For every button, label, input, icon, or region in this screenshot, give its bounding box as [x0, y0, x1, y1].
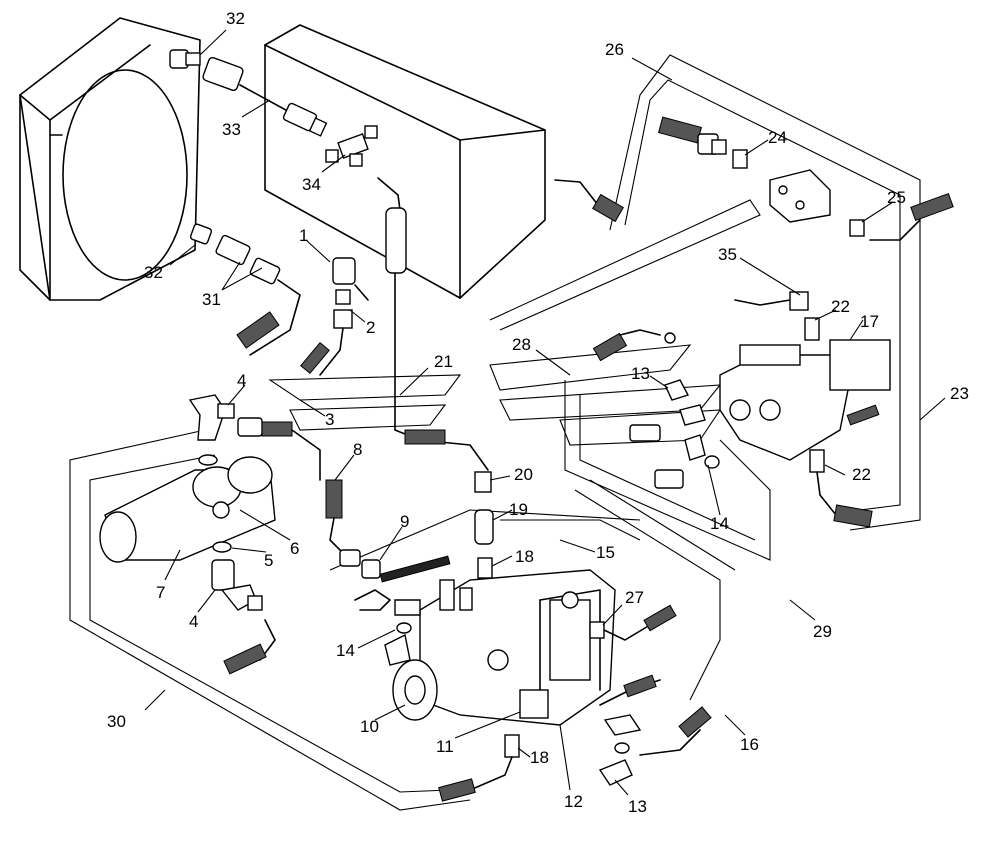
hose-35 [734, 291, 809, 311]
callout-19: 19 [509, 500, 528, 519]
elbow-4-top [188, 394, 235, 441]
valve-1 [332, 257, 369, 305]
callout-9: 9 [400, 512, 409, 531]
hose-route-15 [500, 519, 641, 541]
hose-33 [202, 56, 328, 137]
tee-34 [325, 125, 378, 167]
hose-30-end [223, 619, 276, 675]
frame-lines [268, 199, 761, 571]
filter-7 [99, 456, 276, 563]
fitting-9 [361, 559, 381, 579]
fitting-22-top [804, 317, 820, 341]
callout-4-top: 4 [237, 371, 246, 390]
callout-26: 26 [605, 40, 624, 59]
fitting-20 [474, 471, 492, 493]
hydraulic-tank [264, 24, 546, 299]
callout-28: 28 [512, 335, 531, 354]
callout-11: 11 [436, 737, 454, 756]
fitting-22-bottom [809, 449, 873, 528]
callout-1: 1 [299, 226, 308, 245]
hose-route-16 [574, 479, 736, 701]
fitting-24 [732, 149, 748, 169]
hose-26 [554, 116, 727, 223]
callout-34: 34 [302, 175, 321, 194]
callout-16: 16 [740, 735, 759, 754]
clamp-13-bottom [598, 706, 712, 786]
callout-6: 6 [290, 539, 299, 558]
callout-27: 27 [625, 588, 644, 607]
fitting-32-top [169, 49, 201, 69]
clamp-13-right [629, 379, 706, 442]
callout-4-bottom: 4 [189, 612, 198, 631]
callout-12: 12 [564, 792, 583, 811]
hose-27 [589, 604, 677, 706]
oring-5 [198, 454, 232, 553]
callout-22-bottom: 22 [852, 465, 871, 484]
callout-8: 8 [353, 440, 362, 459]
fitting-18-bottom [438, 734, 520, 802]
hose-route-30 [69, 429, 471, 811]
callout-21: 21 [434, 352, 453, 371]
callout-14-right: 14 [710, 514, 729, 533]
callout-labels: 32 33 34 32 31 1 2 21 3 4 8 6 5 7 4 9 26… [107, 9, 969, 816]
callout-32-top: 32 [226, 9, 245, 28]
hose-2 [300, 309, 353, 376]
hose-31 [215, 234, 301, 356]
leader-lines [144, 29, 946, 796]
callout-5: 5 [264, 551, 273, 570]
hose-28 [592, 329, 676, 362]
clamp-14-right [654, 434, 720, 489]
hose-3 [237, 417, 321, 481]
callout-30: 30 [107, 712, 126, 731]
elbow-4-bottom [211, 559, 263, 611]
callout-25: 25 [887, 188, 906, 207]
fitting-32-lower [189, 223, 213, 245]
callout-33: 33 [222, 120, 241, 139]
callout-24: 24 [768, 128, 787, 147]
callout-15: 15 [596, 543, 615, 562]
callout-2: 2 [366, 318, 375, 337]
callout-18-top: 18 [515, 547, 534, 566]
callout-10: 10 [360, 717, 379, 736]
block-25 [769, 169, 954, 241]
hose-route-26 [609, 54, 921, 531]
callout-31: 31 [202, 290, 221, 309]
callout-18-bottom: 18 [530, 748, 549, 767]
motor-17 [719, 339, 891, 461]
hose-21 [377, 177, 489, 471]
callout-17: 17 [860, 312, 879, 331]
clamp-14-left [354, 589, 421, 666]
callout-20: 20 [514, 465, 533, 484]
callout-14-left: 14 [336, 641, 355, 660]
callout-13-bottom: 13 [628, 797, 647, 816]
callout-29: 29 [813, 622, 832, 641]
callout-7: 7 [156, 583, 165, 602]
callout-32-lower: 32 [144, 263, 163, 282]
hose-8 [325, 479, 361, 567]
oil-cooler [19, 17, 201, 301]
adapter-19 [474, 509, 494, 545]
fitting-18-top [477, 557, 493, 579]
callout-3: 3 [325, 410, 334, 429]
callout-13-right: 13 [631, 364, 650, 383]
pump-assembly [379, 555, 616, 726]
callout-23: 23 [950, 384, 969, 403]
callout-22-top: 22 [831, 297, 850, 316]
callout-35: 35 [718, 245, 737, 264]
